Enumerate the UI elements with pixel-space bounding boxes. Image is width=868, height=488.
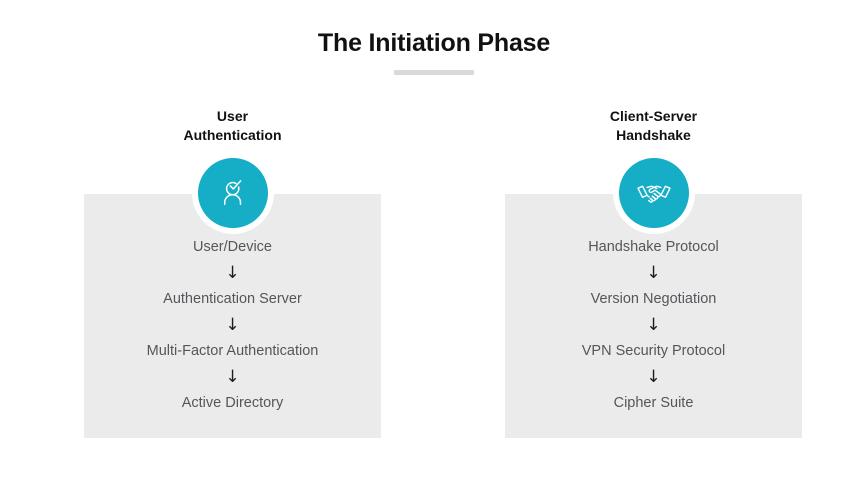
flow-arrow-down-icon: ↓	[225, 315, 240, 335]
flow-node: Version Negotiation	[590, 291, 717, 307]
flow-client-server-handshake: Handshake Protocol ↓ Version Negotiation…	[505, 238, 802, 413]
flow-node: User/Device	[193, 239, 272, 255]
column-user-authentication: User Authentication User/Device ↓ Authen…	[84, 0, 381, 488]
panel-client-server-handshake	[505, 194, 802, 438]
flow-arrow-down-icon: ↓	[225, 263, 240, 283]
flow-arrow-down-icon: ↓	[646, 263, 661, 283]
flow-arrow-down-icon: ↓	[646, 367, 661, 387]
flow-arrow-down-icon: ↓	[225, 367, 240, 387]
flow-user-authentication: User/Device ↓ Authentication Server ↓ Mu…	[84, 238, 381, 413]
flow-node: VPN Security Protocol	[581, 343, 726, 359]
flow-node: Multi-Factor Authentication	[146, 343, 319, 359]
handshake-icon	[634, 173, 674, 213]
flow-node: Cipher Suite	[613, 395, 694, 411]
user-check-icon	[214, 174, 252, 212]
page-header: The Initiation Phase	[0, 28, 868, 75]
page-title: The Initiation Phase	[317, 29, 551, 57]
title-underline-rule	[394, 70, 474, 75]
flow-node: Active Directory	[181, 395, 284, 411]
panel-user-authentication	[84, 194, 381, 438]
badge-user-authentication	[197, 158, 268, 228]
badge-client-server-handshake	[618, 158, 689, 228]
flow-node: Handshake Protocol	[588, 239, 719, 255]
column-heading-user-authentication: User Authentication	[183, 108, 282, 144]
column-heading-client-server-handshake: Client-Server Handshake	[609, 108, 698, 144]
column-client-server-handshake: Client-Server Handshake	[505, 0, 802, 488]
flow-arrow-down-icon: ↓	[646, 315, 661, 335]
flow-node: Authentication Server	[163, 291, 302, 307]
